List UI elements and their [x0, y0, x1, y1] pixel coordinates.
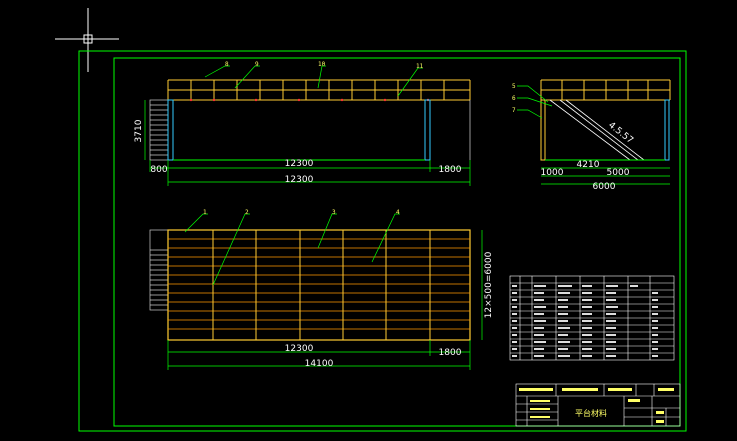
callout-2: 2 [245, 209, 249, 216]
elevation-column-right [424, 99, 431, 161]
plan-stairs [149, 229, 169, 311]
plan-grating-lines [168, 238, 470, 330]
dim-span: 12300 [285, 159, 314, 169]
plan-dim-total: 14100 [305, 359, 334, 369]
plan-view: 1 2 3 4 12×500=6000 12300 1800 14100 [149, 209, 494, 370]
outer-border [78, 50, 687, 432]
side-dim-b: 5000 [607, 168, 630, 178]
callout-9: 9 [255, 61, 259, 68]
elevation-nodes [189, 98, 430, 102]
drawing-title: 平台材料 [575, 408, 607, 418]
elevation-view: 8 9 10 11 3710 800 12300 1800 12300 [134, 61, 471, 186]
plan-dim-right: 1800 [439, 348, 462, 358]
inner-border [113, 57, 681, 427]
material-table [509, 275, 675, 361]
callout-4: 4 [396, 209, 400, 216]
plan-dim-span: 12300 [285, 344, 314, 354]
material-table-entries [512, 285, 658, 357]
dim-right: 1800 [439, 165, 462, 175]
dim-left: 800 [150, 165, 167, 175]
callout-11: 11 [416, 63, 424, 70]
title-block-marks [519, 388, 674, 423]
dim-total: 12300 [285, 175, 314, 185]
callout-6: 6 [512, 95, 516, 102]
dim-height: 3710 [134, 119, 144, 142]
callout-5: 5 [512, 83, 516, 90]
elevation-column-left [167, 99, 174, 161]
elevation-railing [167, 79, 471, 101]
side-stair-slope [549, 99, 645, 161]
crosshair-cursor-icon [55, 8, 119, 72]
side-dim-a: 4210 [577, 160, 600, 170]
side-dim-left: 1000 [541, 168, 564, 178]
callout-3: 3 [332, 209, 336, 216]
side-dim-total: 6000 [593, 182, 616, 192]
title-block [515, 383, 681, 427]
callout-7: 7 [512, 107, 516, 114]
plan-beams [212, 230, 431, 340]
elevation-stairs [149, 99, 169, 161]
callout-8: 8 [225, 61, 229, 68]
callout-10: 10 [318, 61, 326, 68]
side-view: 5 6 7 4.5.57 4210 1000 5000 6000 [512, 79, 671, 192]
callout-1: 1 [203, 209, 207, 216]
plan-side-dim: 12×500=6000 [484, 251, 494, 318]
